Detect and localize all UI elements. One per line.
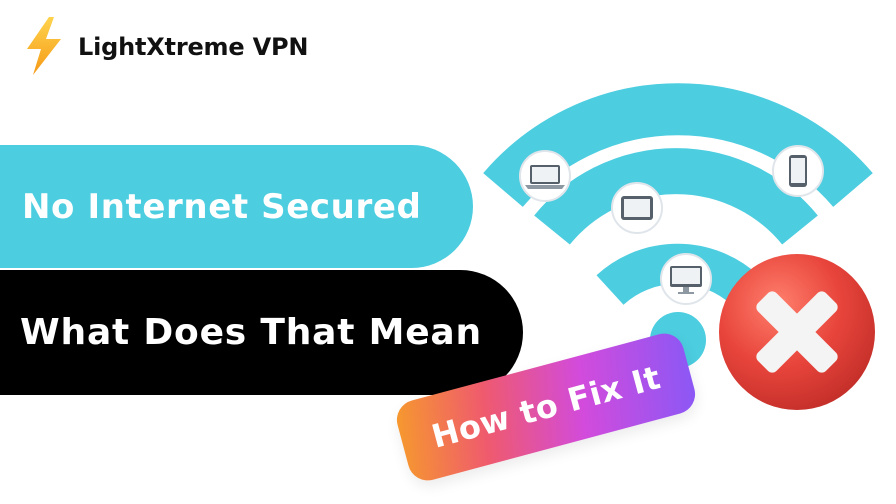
close-x-icon [719,254,875,410]
title-banner-cyan: No Internet Secured [0,145,473,268]
title-banner-black: What Does That Mean [0,270,523,395]
lightning-bolt-icon [27,17,61,75]
tablet-icon [611,182,663,234]
wifi-arc-middle [534,148,818,245]
smartphone-icon [772,145,824,197]
headline-line-1: No Internet Secured [22,186,422,227]
brand-name: LightXtreme VPN [78,33,309,61]
headline-line-2: What Does That Mean [20,312,482,353]
desktop-monitor-icon [660,253,712,305]
laptop-icon [519,150,571,202]
brand-logo: LightXtreme VPN [22,16,308,76]
